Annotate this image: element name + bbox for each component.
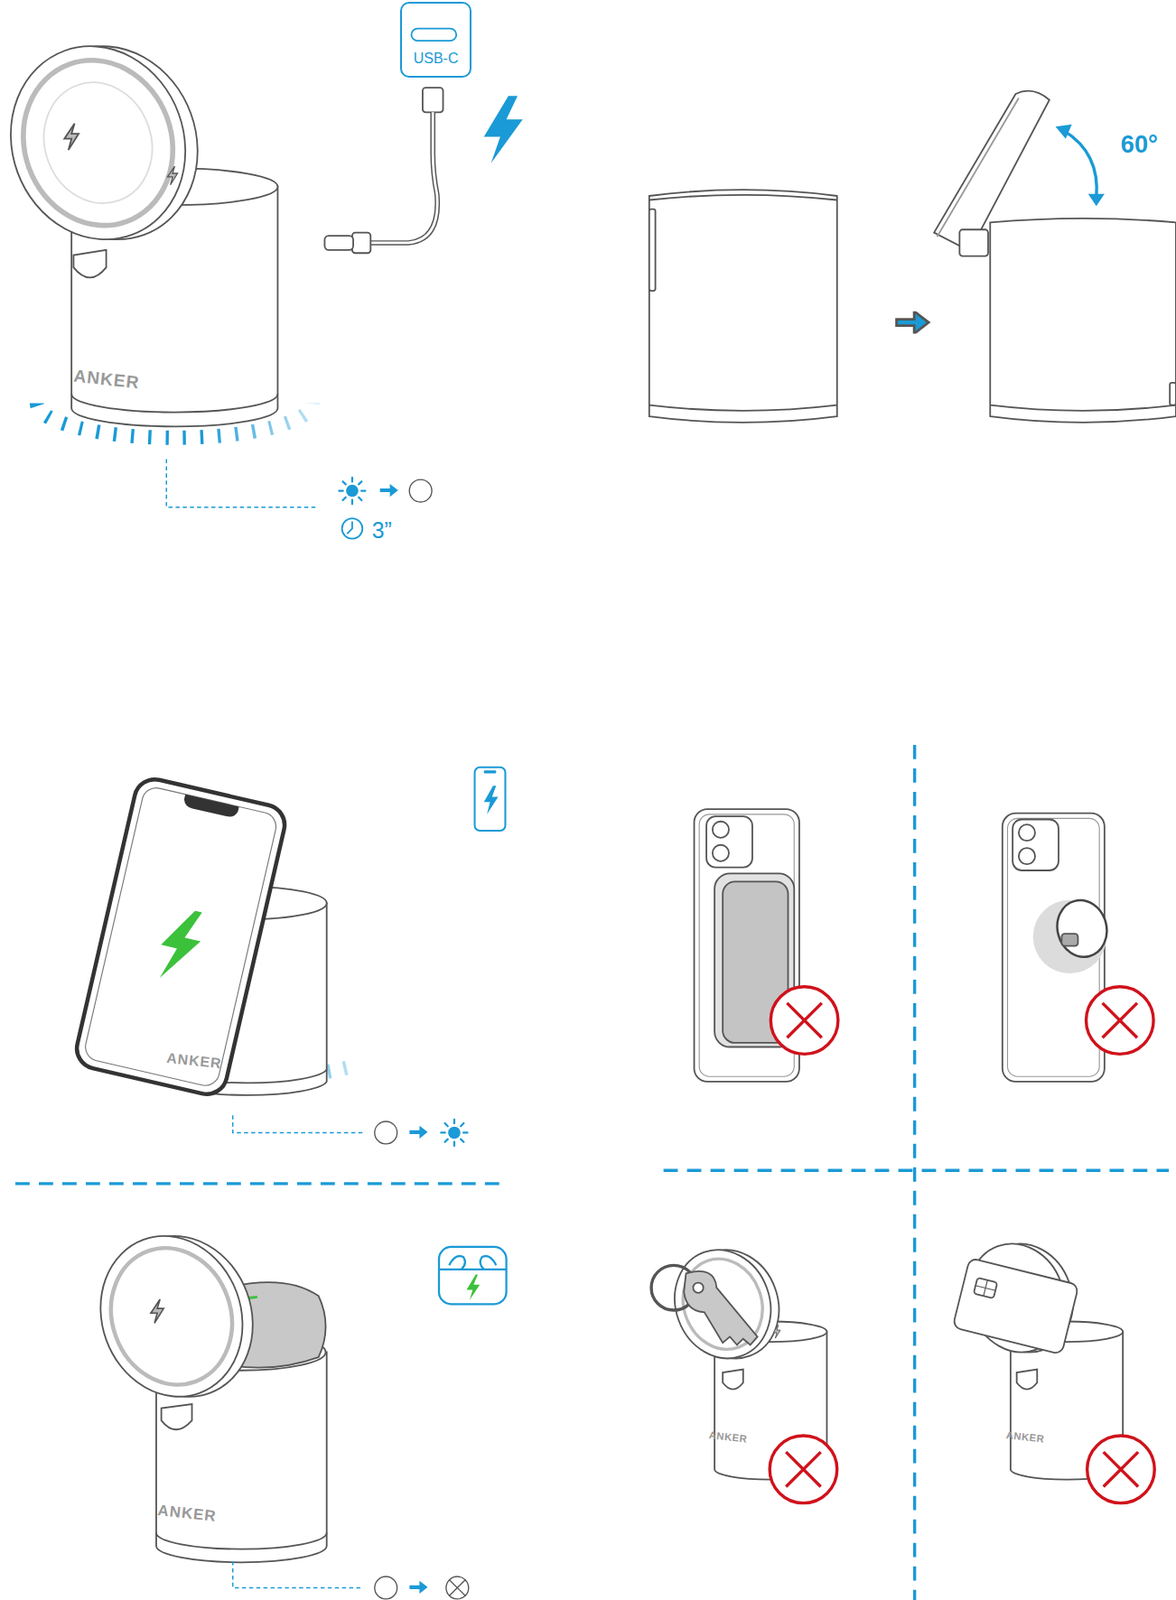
- connector-box: USB-C: [400, 1, 472, 78]
- angle-label: 60°: [1120, 132, 1158, 158]
- port-label: USB-C: [413, 50, 459, 67]
- time-label: 3”: [372, 518, 392, 542]
